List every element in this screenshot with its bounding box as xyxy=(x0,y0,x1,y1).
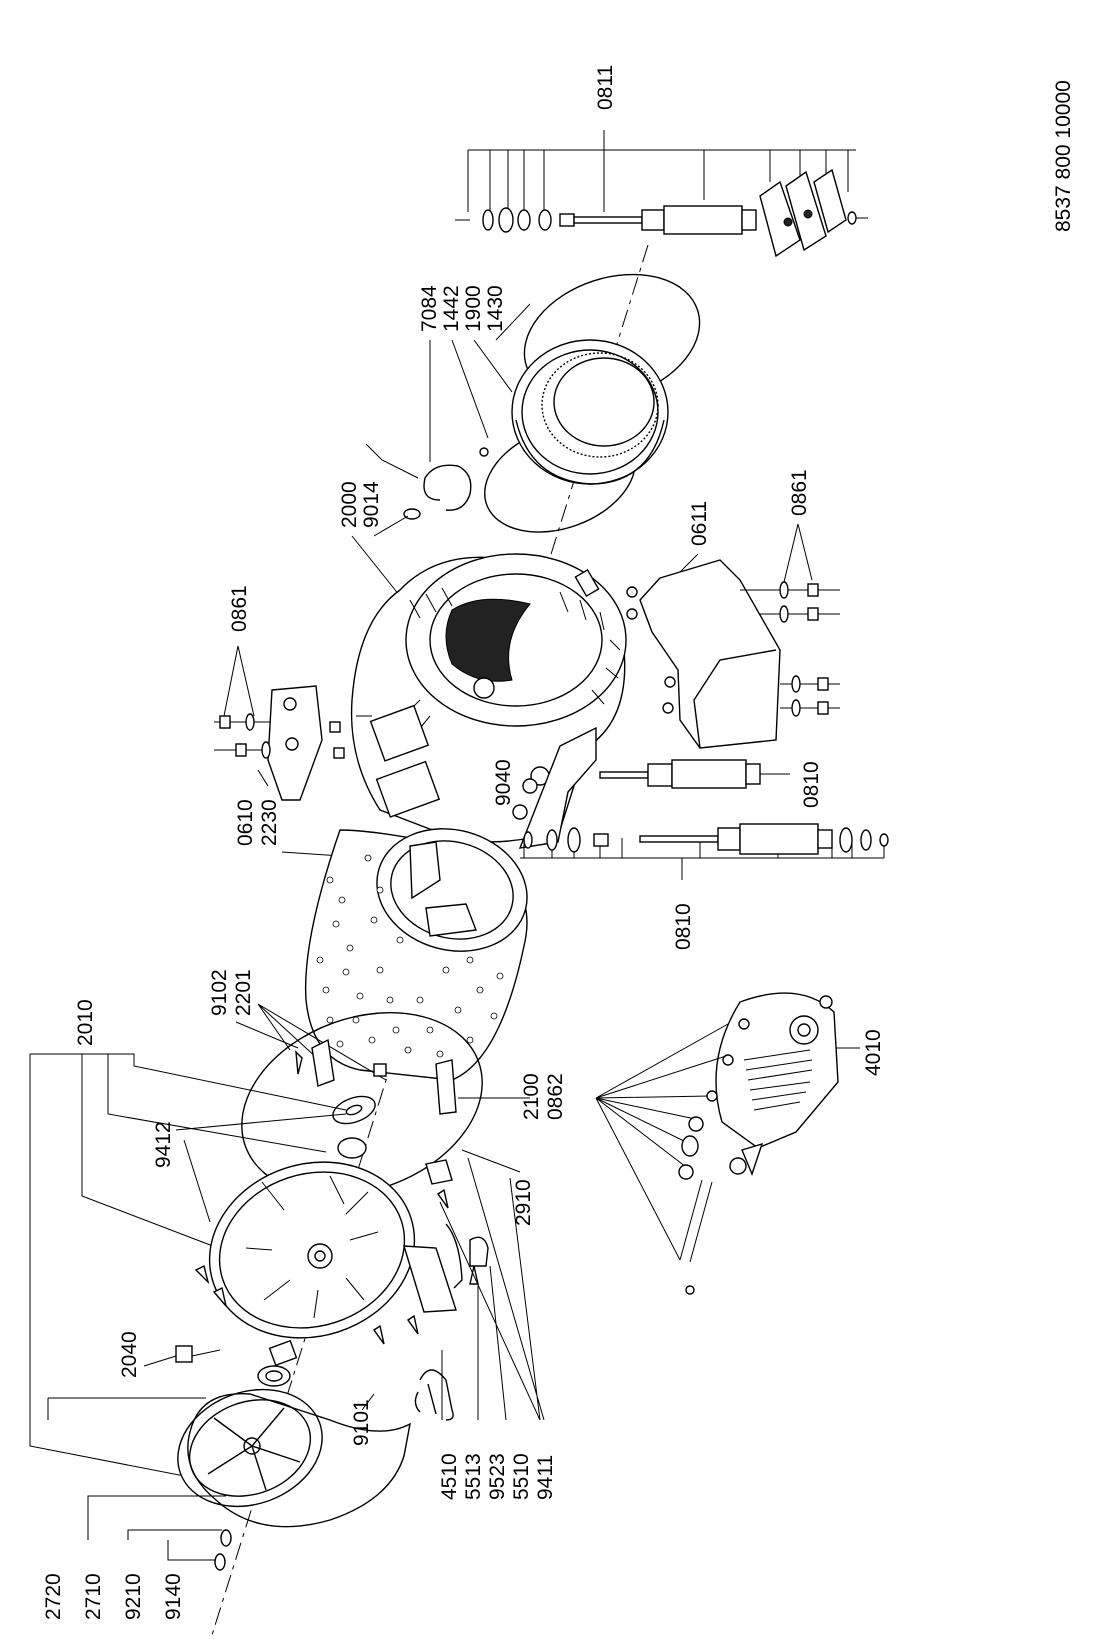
drum-perforations xyxy=(316,854,504,1058)
drawing-number: 8537 800 10000 xyxy=(1052,80,1075,232)
shock-absorber-upper-group: 0811 xyxy=(455,65,868,258)
label-2040: 2040 xyxy=(118,1331,141,1378)
label-2910: 2910 xyxy=(512,1179,535,1226)
label-4510: 4510 xyxy=(438,1453,461,1500)
bearing-9412 xyxy=(332,1095,376,1125)
motor-4010: 4010 xyxy=(595,992,885,1295)
leader-0811 xyxy=(467,130,856,212)
shock-absorbers-0810: 0810 0810 xyxy=(520,759,889,950)
label-0861-left: 0861 xyxy=(228,585,251,632)
counterweight-0610: 0610 0861 xyxy=(214,585,345,846)
label-2720: 2720 xyxy=(42,1573,65,1620)
label-1430: 1430 xyxy=(484,285,507,332)
label-2010: 2010 xyxy=(74,999,97,1046)
label-2710: 2710 xyxy=(82,1573,105,1620)
label-1442: 1442 xyxy=(440,285,463,332)
label-9412: 9412 xyxy=(152,1121,175,1168)
drive-belt-2710 xyxy=(187,1392,411,1528)
label-0811: 0811 xyxy=(594,65,617,110)
label-0861-right: 0861 xyxy=(788,469,811,516)
rear-cover-plate xyxy=(208,1161,457,1367)
label-5510: 5510 xyxy=(510,1453,533,1500)
label-0862: 0862 xyxy=(544,1073,567,1120)
label-2230: 2230 xyxy=(258,799,281,846)
label-0610: 0610 xyxy=(234,799,257,846)
hose-7084 xyxy=(365,443,489,511)
label-0810-upper: 0810 xyxy=(800,761,823,808)
pulley-belt-group: 2720 2710 9210 9140 xyxy=(42,1388,411,1620)
inner-drum-2230: 2230 9102 2201 xyxy=(208,799,528,1115)
label-9210: 9210 xyxy=(122,1573,145,1620)
drum-pulley-2720 xyxy=(177,1388,323,1508)
label-5513: 5513 xyxy=(462,1453,485,1500)
label-0810-lower: 0810 xyxy=(672,903,695,950)
rear-gasket-2910: 2100 0862 2910 xyxy=(241,1012,567,1226)
heater-4510 xyxy=(414,1369,454,1421)
heater-group: 4510 5513 9523 5510 9411 xyxy=(414,1157,557,1500)
label-9101: 9101 xyxy=(350,1399,373,1446)
label-9040: 9040 xyxy=(492,759,515,806)
label-1900: 1900 xyxy=(462,285,485,332)
label-9140: 9140 xyxy=(162,1573,185,1620)
label-7084: 7084 xyxy=(418,285,441,332)
shock-absorber-0811 xyxy=(455,168,868,258)
door-gasket-1430 xyxy=(511,339,669,485)
seal-9411 xyxy=(257,1365,291,1387)
door-seal-group: 7084 1442 1900 1430 xyxy=(365,273,701,533)
label-9523: 9523 xyxy=(486,1453,509,1500)
label-4010: 4010 xyxy=(862,1029,885,1076)
label-2201: 2201 xyxy=(232,969,255,1016)
thermostat-5513 xyxy=(469,1236,489,1267)
label-2000: 2000 xyxy=(338,481,361,528)
label-0611: 0611 xyxy=(688,501,711,546)
label-9411: 9411 xyxy=(534,1455,557,1500)
sensor-5510 xyxy=(425,1159,453,1185)
label-2100: 2100 xyxy=(520,1073,543,1120)
rear-tub-2010: 2010 9412 2040 9101 xyxy=(29,999,457,1489)
label-9102: 9102 xyxy=(208,969,231,1016)
counterweight-0611: 0611 0861 xyxy=(626,469,840,749)
outer-tub-2000: 2000 9014 9040 xyxy=(338,481,627,849)
label-9014: 9014 xyxy=(360,481,383,528)
shock-absorber-0810-lower xyxy=(523,823,889,855)
